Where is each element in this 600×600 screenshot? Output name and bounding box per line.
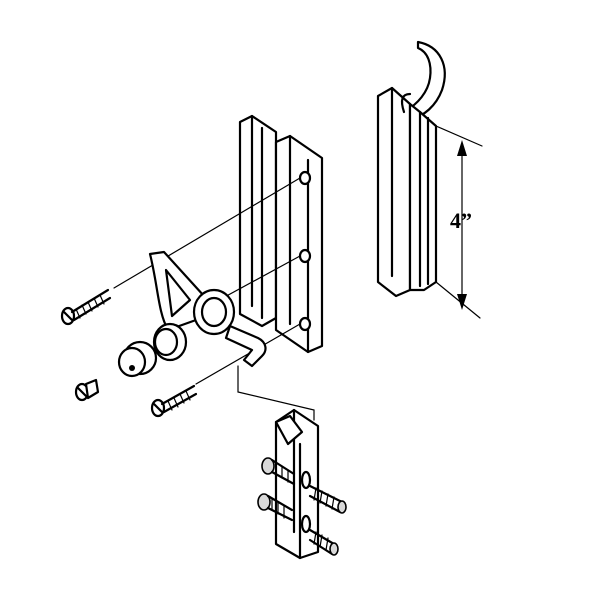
keeper-strike [274,408,320,560]
long-screw-lower [150,384,198,418]
mounting-plate [238,114,324,354]
keeper-screw-upper-right [308,484,347,514]
keeper-screw-lower-right [308,528,339,556]
ring-bushing [152,322,188,362]
knob [117,340,158,378]
dimension-marker: 4” [435,125,483,319]
latch-lever [148,250,267,368]
plate-hole-bottom [298,316,312,332]
small-screw [74,378,100,402]
handle-pull [376,40,446,298]
keeper-screw-upper-left [261,457,296,486]
plate-hole-top [298,170,312,186]
long-screw-upper [60,288,112,326]
dimension-label: 4” [450,208,472,233]
plate-hole-middle [298,248,312,264]
keeper-screw-lower-left [257,493,294,522]
